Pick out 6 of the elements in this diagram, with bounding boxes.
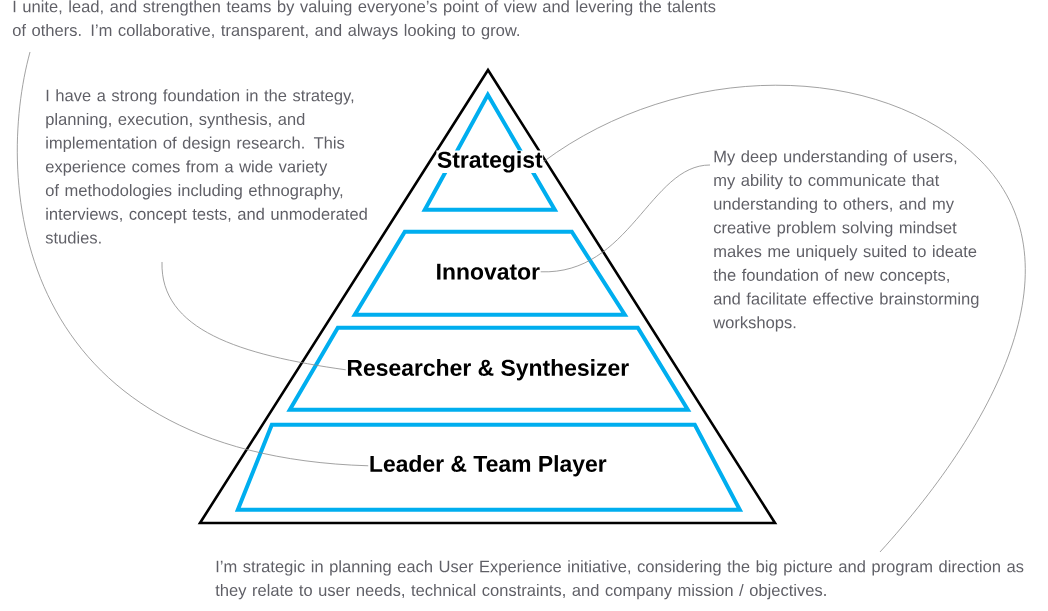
leader-line — [542, 84, 1026, 553]
description-text: My deep understanding of users, my ability to communicate that understanding to others, and my creative problem solving mindset makes me uniquely suited to ideate the foundation of new concepts, and facilitate effective brainstorming workshops. — [713, 150, 979, 332]
description-text: I’m strategic in planning each User Experience initiative, considering the big picture and program direction as they relate to user needs, technical constraints, and company mission / objectives. — [215, 560, 1024, 600]
description-text: I unite, lead, and strengthen teams by valuing everyone’s point of view and levering the talents of others. I’m collaborative, transparent, and always looking to grow. — [12, 0, 716, 40]
leader-line — [540, 164, 711, 273]
leader-line — [161, 261, 347, 371]
